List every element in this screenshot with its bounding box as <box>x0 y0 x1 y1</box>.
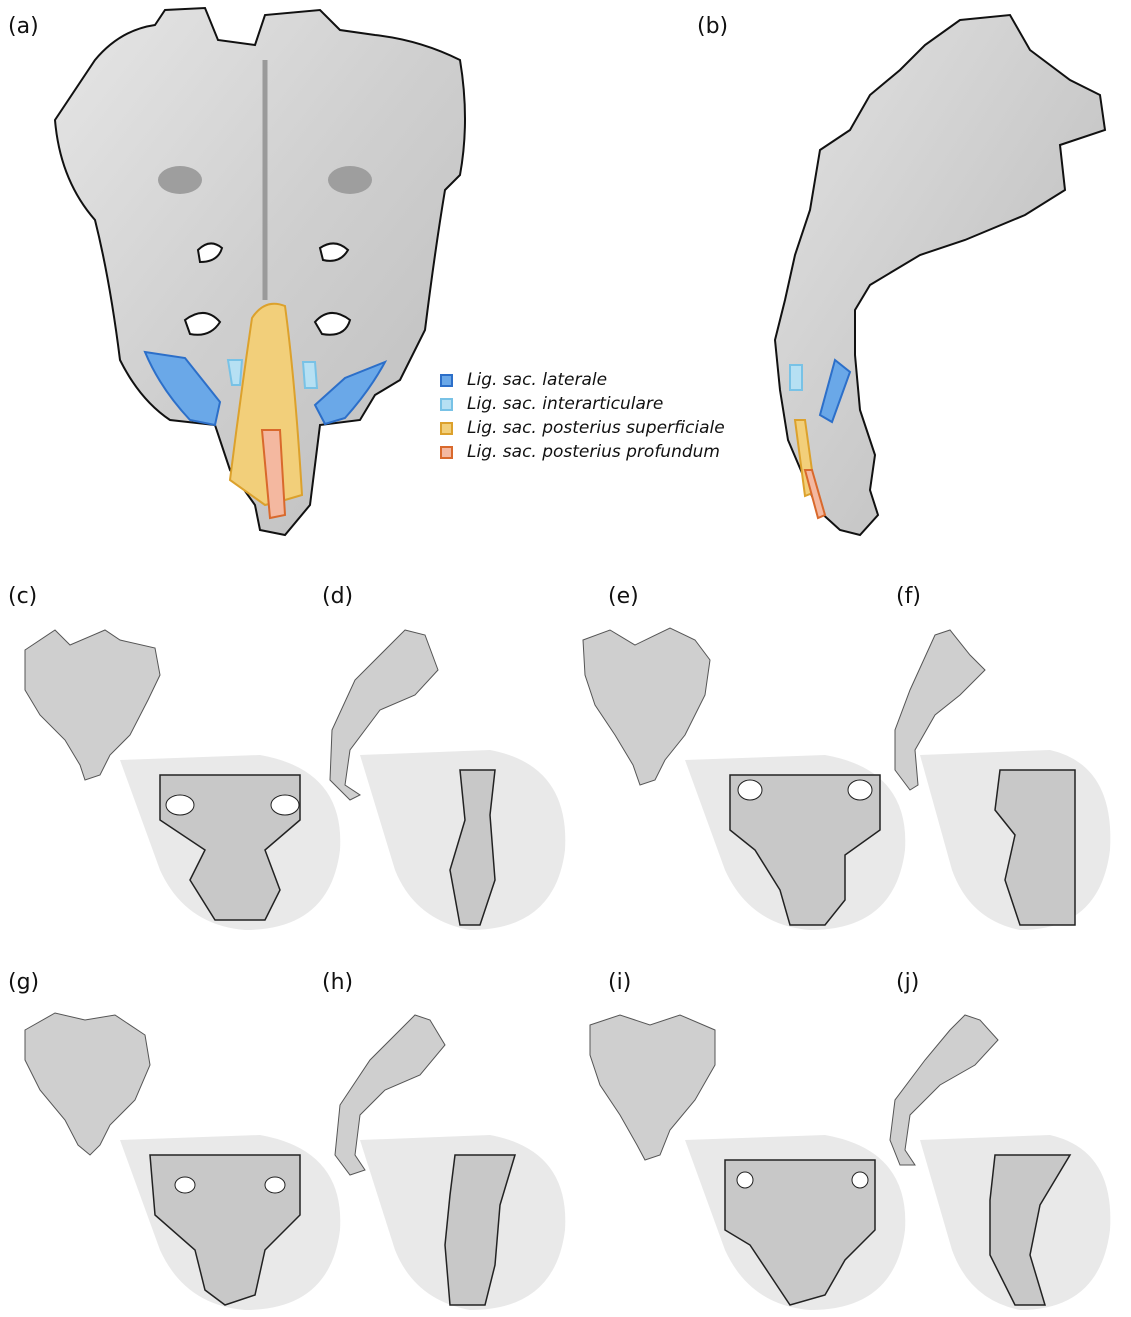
panel-i-posterior-thumb <box>575 1005 915 1317</box>
legend-item-posterius-profundum: Lig. sac. posterius profundum <box>440 440 725 464</box>
panel-label-c: (c) <box>8 584 37 609</box>
legend-label-laterale: Lig. sac. laterale <box>467 370 607 390</box>
legend-item-posterius-superficiale: Lig. sac. posterius superficiale <box>440 416 725 440</box>
panel-label-d: (d) <box>322 584 353 609</box>
legend-item-interarticulare: Lig. sac. interarticulare <box>440 392 725 416</box>
panel-h-lateral-thumb <box>320 1005 580 1317</box>
sacrum-posterior-view <box>40 0 480 540</box>
panel-label-f: (f) <box>896 584 921 609</box>
legend-swatch-posterius-superficiale <box>440 422 453 435</box>
legend-label-interarticulare: Lig. sac. interarticulare <box>467 394 663 414</box>
panel-label-b: (b) <box>697 14 728 39</box>
ligament-legend: Lig. sac. laterale Lig. sac. interarticu… <box>440 368 725 464</box>
panel-e-posterior-thumb <box>575 620 915 935</box>
panel-label-a: (a) <box>8 14 39 39</box>
panel-c-posterior-thumb <box>10 620 350 935</box>
sacrum-thumb-i <box>590 1015 715 1160</box>
sacrum-thumb-c <box>25 630 160 780</box>
legend-swatch-interarticulare <box>440 398 453 411</box>
panel-label-h: (h) <box>322 970 353 995</box>
ligament-interarticulare-lateral <box>790 365 802 390</box>
sacrum-lateral-outline <box>775 15 1105 535</box>
legend-swatch-laterale <box>440 374 453 387</box>
sacrum-thumb-g <box>25 1013 150 1155</box>
panel-label-e: (e) <box>608 584 639 609</box>
sacrum-lateral-view <box>760 0 1120 545</box>
panel-f-lateral-thumb <box>880 620 1120 935</box>
legend-label-posterius-superficiale: Lig. sac. posterius superficiale <box>467 418 725 438</box>
panel-d-lateral-thumb <box>320 620 580 935</box>
panel-j-lateral-thumb <box>880 1005 1120 1317</box>
legend-swatch-posterius-profundum <box>440 446 453 459</box>
panel-label-g: (g) <box>8 970 39 995</box>
legend-item-laterale: Lig. sac. laterale <box>440 368 725 392</box>
panel-g-posterior-thumb <box>10 1005 350 1317</box>
panel-label-i: (i) <box>608 970 631 995</box>
legend-label-posterius-profundum: Lig. sac. posterius profundum <box>467 442 720 462</box>
panel-label-j: (j) <box>896 970 919 995</box>
ligament-interarticulare-right <box>303 362 317 388</box>
